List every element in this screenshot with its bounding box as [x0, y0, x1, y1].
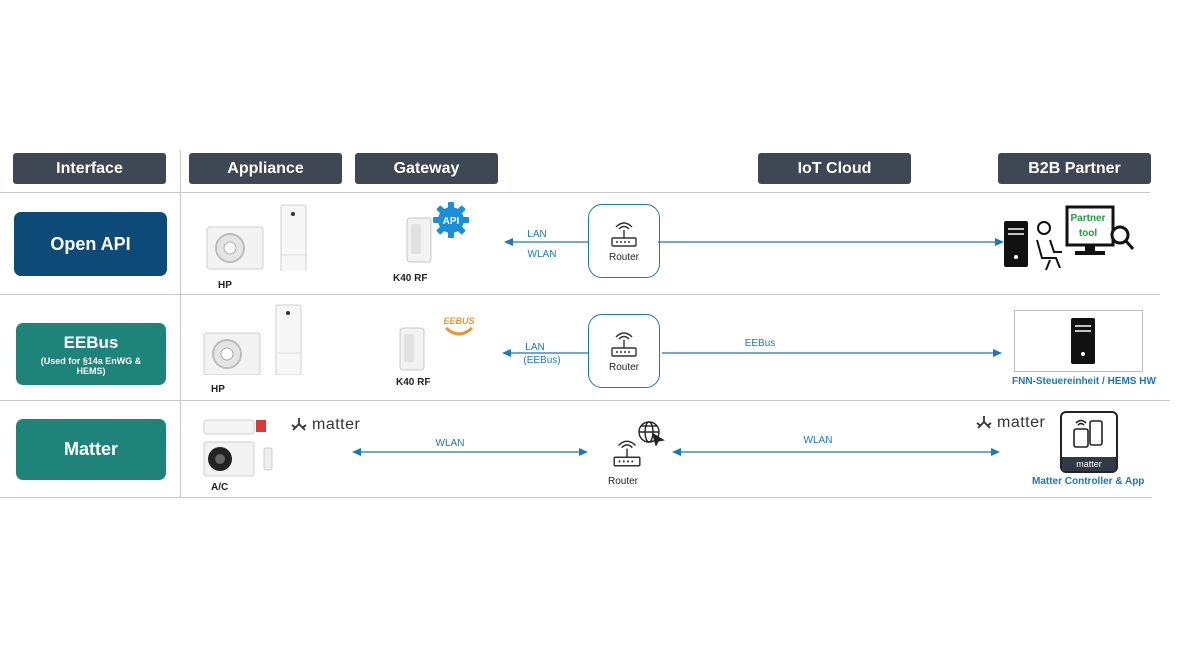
link-label-wlan: WLAN	[527, 249, 557, 260]
gateway-icon	[398, 326, 428, 377]
interface-title: EEBus	[63, 332, 119, 352]
matter-controller-icon: matter	[1060, 411, 1118, 473]
eebus-badge-text: EEBUS	[443, 316, 474, 326]
matter-logo-icon	[976, 416, 992, 429]
link-arrow	[502, 349, 588, 357]
column-divider	[180, 150, 181, 497]
api-gear-icon: API	[432, 201, 470, 244]
partner-tool-line2: tool	[1078, 228, 1098, 239]
matter-logo: matter	[975, 414, 1045, 432]
link-arrow	[352, 448, 588, 456]
interface-title: Matter	[63, 439, 118, 459]
matter-logo: matter	[290, 416, 360, 434]
gateway-label: K40 RF	[396, 377, 431, 388]
link-label-wlan: WLAN	[803, 435, 833, 446]
heat-pump-icon	[205, 203, 310, 278]
router-icon	[610, 438, 644, 475]
header-iot-cloud: IoT Cloud	[758, 153, 911, 184]
air-conditioner-icon	[202, 418, 277, 483]
interface-title: Open API	[50, 233, 131, 254]
eebus-icon: EEBUS	[440, 308, 478, 341]
header-gateway: Gateway	[355, 153, 498, 184]
gateway-icon	[405, 216, 435, 269]
router-label: Router	[608, 361, 639, 373]
divider	[0, 294, 1160, 295]
link-arrow	[662, 349, 1002, 357]
router-icon	[611, 221, 637, 247]
router-box: Router	[588, 314, 660, 388]
header-interface: Interface	[13, 153, 166, 184]
gateway-label: K40 RF	[393, 273, 428, 284]
matter-logo-text: matter	[997, 414, 1046, 431]
computer-tower-icon	[1002, 219, 1030, 274]
api-badge-text: API	[443, 216, 460, 227]
link-label-lan: LAN	[527, 229, 547, 240]
header-b2b-partner: B2B Partner	[998, 153, 1151, 184]
interface-open-api: Open API	[14, 212, 167, 276]
computer-tower-icon	[1071, 318, 1095, 364]
partner-label: Matter Controller & App	[1032, 476, 1145, 487]
router-label: Router	[608, 251, 639, 263]
header-appliance: Appliance	[189, 153, 342, 184]
globe-cursor-icon	[637, 420, 665, 451]
link-label-eebus-right: EEBus	[744, 338, 776, 349]
heat-pump-icon	[202, 303, 307, 380]
partner-tool-label: Partner tool	[1068, 211, 1108, 241]
interface-subtitle: (Used for §14a EnWG &	[40, 355, 142, 366]
hems-box	[1014, 310, 1143, 372]
matter-logo-text: matter	[312, 416, 361, 433]
divider	[0, 497, 1152, 498]
link-arrow	[658, 238, 1004, 246]
divider	[0, 400, 1170, 401]
link-label-wlan: WLAN	[435, 438, 465, 449]
divider	[0, 192, 1150, 193]
appliance-label: A/C	[211, 482, 229, 493]
router-box: Router	[588, 204, 660, 278]
partner-label: FNN-Steuereinheit / HEMS HW	[1012, 376, 1156, 387]
interface-matter: Matter	[16, 419, 166, 480]
interface-eebus: EEBus (Used for §14a EnWG & HEMS)	[16, 323, 166, 385]
partner-tool-line1: Partner	[1070, 213, 1106, 224]
link-arrow	[504, 238, 588, 246]
controller-badge: matter	[1062, 457, 1116, 471]
user-icon	[1032, 220, 1070, 277]
appliance-label: HP	[211, 384, 225, 395]
monitor-icon	[1065, 205, 1135, 265]
matter-logo-icon	[291, 418, 307, 431]
appliance-label: HP	[218, 280, 232, 291]
link-arrow	[672, 448, 1000, 456]
interface-subtitle: HEMS)	[76, 365, 106, 376]
router-label: Router	[608, 476, 639, 487]
router-icon	[611, 331, 637, 357]
link-label-eebus: (EEBus)	[523, 355, 561, 366]
link-label-lan: LAN	[525, 342, 545, 353]
controller-badge-text: matter	[1076, 459, 1102, 469]
